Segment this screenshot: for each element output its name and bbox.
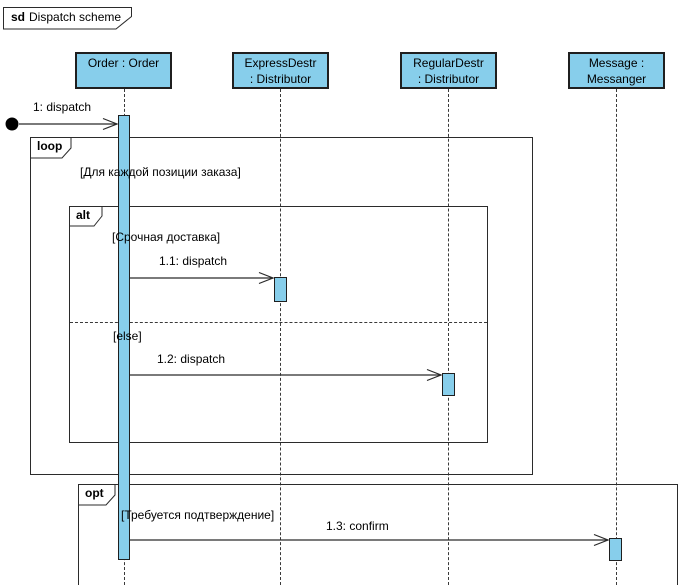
alt-operator-label: alt: [76, 208, 91, 222]
message-1-3-label: 1.3: confirm: [326, 519, 389, 533]
message-1-label: 1: dispatch: [33, 100, 92, 114]
message-1-2-label: 1.2: dispatch: [157, 352, 226, 366]
lifeline-head-order: Order : Order: [75, 52, 172, 89]
diagram-title: Dispatch scheme: [29, 10, 122, 24]
alt-guard-text: [Срочная доставка]: [112, 230, 221, 244]
message-1-1-label: 1.1: dispatch: [159, 254, 228, 268]
activation-message: [609, 538, 622, 561]
lifeline-head-message: Message : Messanger: [568, 52, 665, 89]
lifeline-regulardestr: [448, 89, 449, 585]
activation-expressdestr: [274, 277, 287, 302]
lifeline-expressdestr: [280, 89, 281, 585]
opt-fragment-frame: [78, 484, 678, 585]
open-arrowhead-icon: [102, 117, 119, 131]
pentagon-tab-shape: [78, 484, 116, 506]
diagram-operator: sd: [11, 10, 26, 24]
pentagon-tab-shape: [30, 137, 72, 159]
activation-order: [118, 115, 130, 560]
loop-operator-label: loop: [37, 139, 63, 153]
lifeline-label: Order : Order: [87, 56, 160, 70]
loop-guard-text: [Для каждой позиции заказа]: [80, 165, 241, 179]
pentagon-tab-shape: [3, 7, 132, 30]
alt-else-guard-text: [else]: [113, 329, 142, 343]
opt-operator-tab: opt: [78, 484, 116, 506]
pentagon-tab-shape: [69, 206, 103, 227]
loop-fragment-frame: [30, 137, 533, 475]
opt-guard-text: [Требуется подтверждение]: [121, 508, 275, 522]
found-message-circle-icon: [5, 117, 19, 131]
lifeline-label: Message : Messanger: [586, 56, 647, 86]
lifeline-message: [616, 89, 617, 585]
alt-operator-tab: alt: [69, 206, 103, 227]
alt-fragment-frame: [69, 206, 488, 443]
lifeline-label: ExpressDestr : Distributor: [244, 56, 317, 86]
loop-operator-tab: loop: [30, 137, 72, 159]
lifeline-head-expressdestr: ExpressDestr : Distributor: [232, 52, 329, 89]
activation-regulardestr: [442, 373, 455, 396]
lifeline-head-regulardestr: RegularDestr : Distributor: [400, 52, 497, 89]
alt-else-divider: [70, 322, 487, 323]
opt-operator-label: opt: [85, 486, 104, 500]
lifeline-label: RegularDestr : Distributor: [413, 56, 484, 86]
